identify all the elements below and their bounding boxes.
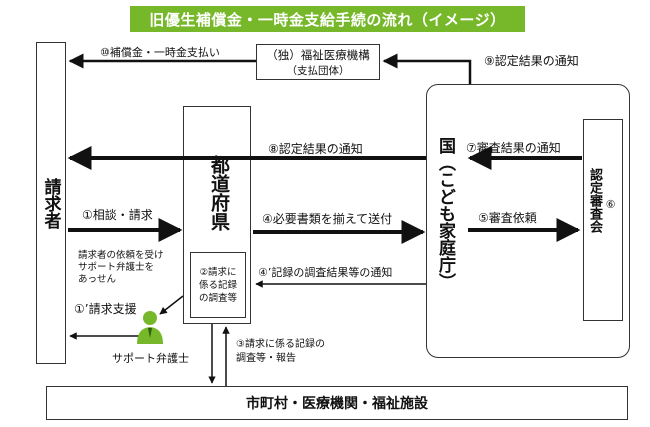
label-step10: ⑩補償金・一時金支払い — [100, 46, 220, 59]
label-step8: ⑧認定結果の通知 — [268, 142, 363, 156]
title-banner: 旧優生補償金・一時金支給手続の流れ（イメージ） — [130, 6, 525, 32]
prefecture-inner-box: ②請求に係る記録の調査等 — [190, 252, 246, 318]
label-step5: ⑤審査依頼 — [478, 211, 537, 225]
label-step4: ④必要書類を揃えて送付 — [262, 212, 393, 226]
welfare-org-role: （支払団体） — [286, 65, 350, 77]
step2-label: ②請求に係る記録の調査等 — [198, 266, 237, 304]
label-step9: ⑨認定結果の通知 — [484, 54, 579, 68]
prefecture-label: 都道府県 — [208, 155, 230, 231]
municipal-box: 市町村・医療機関・福祉施設 — [46, 386, 628, 420]
council-box: 認定審査会 ⑥ — [583, 119, 623, 321]
national-box: 国（こども家庭庁） 認定審査会 ⑥ — [426, 84, 630, 358]
welfare-org-box: （独）福祉医療機構 （支払団体） — [256, 44, 380, 80]
prefecture-box: 都道府県 ②請求に係る記録の調査等 — [183, 106, 251, 324]
national-label: 国（こども家庭庁） — [435, 137, 455, 290]
label-mediation: 請求者の依頼を受け サポート弁護士を あっせん — [78, 250, 164, 285]
municipal-label: 市町村・医療機関・福祉施設 — [246, 396, 428, 412]
claimant-box: 請求者 — [36, 42, 66, 364]
claimant-label: 請求者 — [40, 177, 61, 229]
arrow-step9 — [382, 53, 472, 84]
label-step1b: ①’請求支援 — [74, 302, 137, 316]
label-step1: ①相談・請求 — [82, 208, 153, 222]
welfare-org-name: （独）福祉医療機構 — [266, 48, 370, 62]
council-number: ⑥ — [604, 198, 617, 211]
support-lawyer-label: サポート弁護士 — [112, 352, 189, 365]
diagram-title: 旧優生補償金・一時金支給手続の流れ（イメージ） — [149, 10, 506, 29]
label-step7: ⑦審査結果の通知 — [466, 141, 561, 155]
label-step3: ③請求に係る記録の 調査等・報告 — [236, 339, 325, 364]
council-label: 認定審査会 — [587, 168, 602, 233]
arrow-mediation — [159, 295, 184, 315]
label-step4b: ④’記録の調査結果等の通知 — [258, 266, 393, 279]
